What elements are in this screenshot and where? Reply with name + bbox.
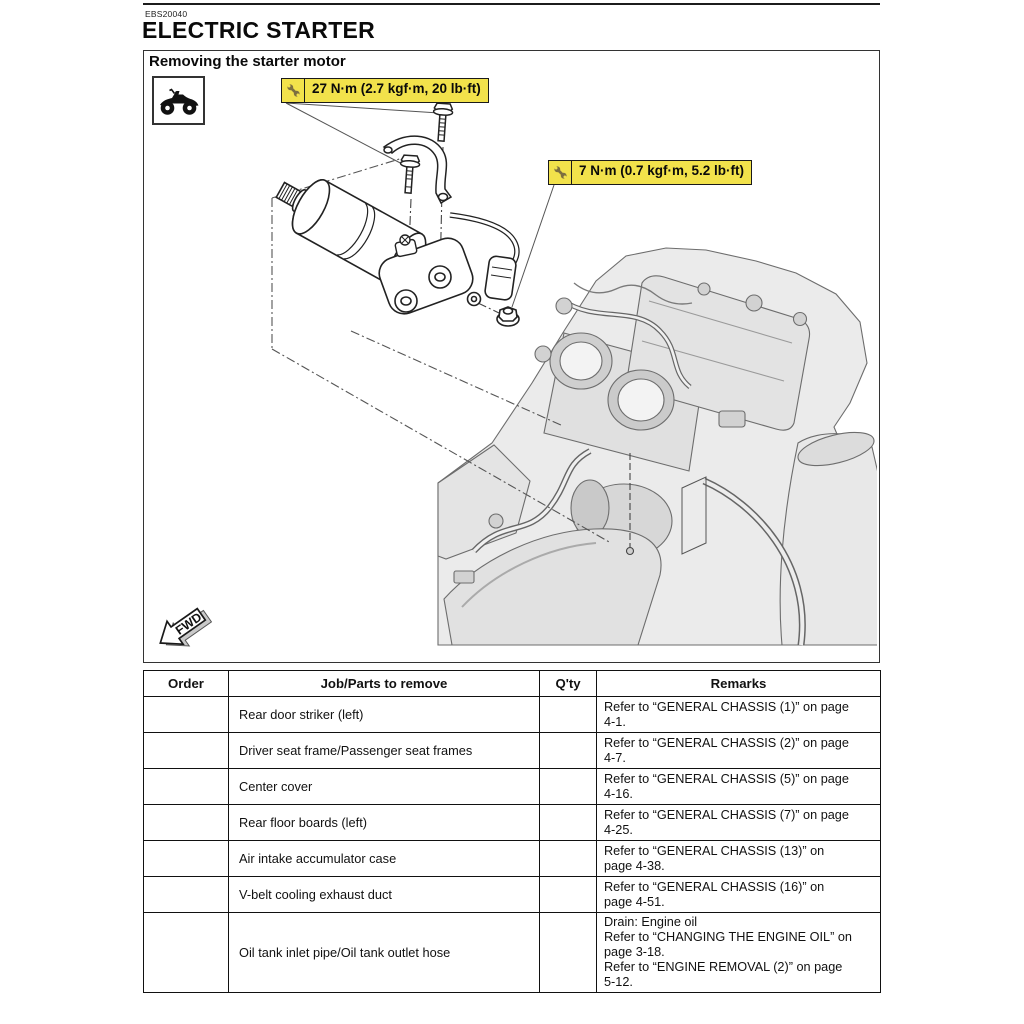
hoses [471, 282, 806, 646]
header-qty: Q'ty [539, 670, 597, 697]
remarks-cell: Refer to “GENERAL CHASSIS (7)” on page 4… [596, 804, 881, 841]
job-cell: Rear floor boards (left) [228, 804, 540, 841]
vehicle-icon-box [152, 76, 205, 125]
wrench-icon [282, 79, 305, 102]
battery-cable [449, 212, 520, 307]
header-remarks: Remarks [596, 670, 881, 697]
intake-duct [443, 528, 662, 646]
figure-box: Removing the starter motor [143, 50, 880, 663]
qty-cell [539, 696, 597, 733]
cable-boot [484, 255, 517, 301]
starter-terminal [394, 234, 418, 258]
mount-outline [681, 476, 707, 555]
mounting-bolt-2 [399, 154, 421, 194]
starter-removal-diagram: FWD [159, 102, 877, 647]
starter-motor-illustration [275, 179, 474, 315]
qty-cell [539, 840, 597, 877]
mounting-bolt-1 [432, 102, 454, 142]
table-row: Rear floor boards (left) Refer to “GENER… [143, 804, 881, 841]
figure-caption: Removing the starter motor [149, 53, 346, 70]
remarks-cell: Refer to “GENERAL CHASSIS (2)” on page 4… [596, 732, 881, 769]
table-header-row: Order Job/Parts to remove Q'ty Remarks [143, 670, 881, 697]
order-cell [143, 696, 229, 733]
qty-cell [539, 768, 597, 805]
page-code: EBS20040 [145, 9, 188, 19]
remarks-cell: Refer to “GENERAL CHASSIS (16)” on page … [596, 876, 881, 913]
torque-value: 7 N·m (0.7 kgf·m, 5.2 lb·ft) [579, 163, 745, 178]
table-row: Oil tank inlet pipe/Oil tank outlet hose… [143, 912, 881, 993]
remarks-cell: Refer to “GENERAL CHASSIS (13)” on page … [596, 840, 881, 877]
fwd-arrow: FWD [159, 607, 213, 647]
job-cell: Air intake accumulator case [228, 840, 540, 877]
cable-stay [382, 135, 453, 205]
torque-callout-7: 7 N·m (0.7 kgf·m, 5.2 lb·ft) [548, 160, 753, 185]
terminal-nut [496, 306, 520, 327]
engine-fittings [453, 282, 808, 584]
order-cell [143, 912, 229, 993]
right-duct [779, 433, 877, 646]
qty-cell [539, 804, 597, 841]
order-cell [143, 876, 229, 913]
qty-cell [539, 912, 597, 993]
wrench-icon [549, 161, 572, 184]
table-row: Rear door striker (left) Refer to “GENER… [143, 696, 881, 733]
order-cell [143, 804, 229, 841]
table-row: Center cover Refer to “GENERAL CHASSIS (… [143, 768, 881, 805]
order-cell [143, 732, 229, 769]
order-cell [143, 840, 229, 877]
engine-illustration [437, 247, 877, 646]
order-cell [143, 768, 229, 805]
starter-flange [378, 237, 474, 315]
job-cell: V-belt cooling exhaust duct [228, 876, 540, 913]
table-row: V-belt cooling exhaust duct Refer to “GE… [143, 876, 881, 913]
header-order: Order [143, 670, 229, 697]
throttle-bores [549, 332, 675, 431]
remarks-cell: Drain: Engine oil Refer to “CHANGING THE… [596, 912, 881, 993]
table-row: Driver seat frame/Passenger seat frames … [143, 732, 881, 769]
remarks-cell: Refer to “GENERAL CHASSIS (5)” on page 4… [596, 768, 881, 805]
job-cell: Center cover [228, 768, 540, 805]
leader-lines [285, 102, 555, 308]
torque-callout-27: 27 N·m (2.7 kgf·m, 20 lb·ft) [281, 78, 489, 103]
job-cell: Driver seat frame/Passenger seat frames [228, 732, 540, 769]
table-row: Air intake accumulator case Refer to “GE… [143, 840, 881, 877]
qty-cell [539, 876, 597, 913]
remarks-cell: Refer to “GENERAL CHASSIS (1)” on page 4… [596, 696, 881, 733]
parts-table: Order Job/Parts to remove Q'ty Remarks R… [143, 670, 881, 993]
job-cell: Oil tank inlet pipe/Oil tank outlet hose [228, 912, 540, 993]
qty-cell [539, 732, 597, 769]
job-cell: Rear door striker (left) [228, 696, 540, 733]
header-job: Job/Parts to remove [228, 670, 540, 697]
top-rule [143, 3, 880, 5]
torque-value: 27 N·m (2.7 kgf·m, 20 lb·ft) [312, 81, 481, 96]
atv-icon [159, 87, 198, 115]
page-title: ELECTRIC STARTER [142, 17, 376, 43]
